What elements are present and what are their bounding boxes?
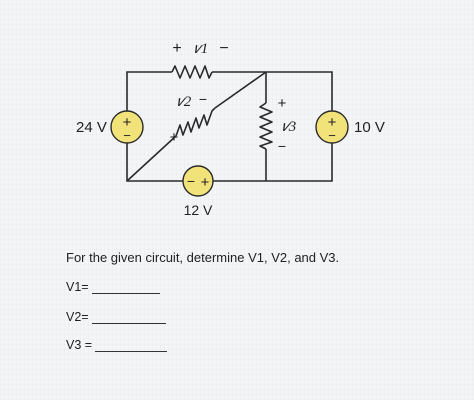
wire-diagonal-lower: [126, 135, 177, 182]
answer-row-v2: V2=: [66, 310, 166, 324]
answer-blank-v3[interactable]: [95, 339, 168, 352]
wire-left-top: [126, 71, 172, 111]
source-12v: [182, 165, 214, 197]
src12-minus: −: [187, 173, 195, 189]
wire-diagonal-upper: [214, 71, 267, 109]
src12-label: 12 V: [184, 202, 213, 218]
v3-minus: −: [278, 138, 286, 154]
circuit-diagram: + − + − − + 24 V 10 V 12 V + 𝑣1 − 𝑣2 − +…: [76, 40, 385, 218]
wire-top-middle: [212, 71, 333, 112]
source-24v: [110, 110, 144, 144]
resistor-v3: [259, 102, 273, 150]
src12-plus: +: [201, 174, 210, 191]
answer-blank-v1[interactable]: [91, 281, 160, 294]
answer-blank-v2[interactable]: [91, 311, 166, 324]
src10-plus: +: [328, 114, 337, 131]
v2-minus: −: [199, 91, 207, 107]
v1-plus: +: [172, 40, 181, 57]
answer-row-v3: V3 =: [66, 338, 168, 352]
wire-bottom-right: [213, 143, 333, 182]
src10-label: 10 V: [354, 119, 385, 136]
v1-label: 𝑣1: [194, 41, 209, 57]
answer-label-v2: V2=: [66, 310, 89, 324]
answer-label-v1: V1=: [66, 280, 89, 294]
src10-minus: −: [328, 128, 336, 143]
src24-plus: +: [123, 114, 132, 131]
v3-plus: +: [278, 95, 287, 112]
resistor-v2: [175, 107, 216, 137]
question-text: For the given circuit, determine V1, V2,…: [66, 250, 340, 265]
answer-row-v1: V1=: [66, 280, 160, 294]
v3-label: 𝑣3: [282, 119, 297, 135]
src24-minus: −: [123, 128, 131, 143]
resistor-v1: [171, 65, 213, 79]
v2-plus: +: [170, 129, 179, 146]
source-10v: [315, 110, 349, 144]
v2-label: 𝑣2: [177, 94, 192, 110]
answer-label-v3: V3 =: [66, 338, 93, 352]
wire-left-bottom: [126, 143, 183, 182]
v1-minus: −: [219, 40, 228, 57]
src24-label: 24 V: [76, 119, 107, 136]
